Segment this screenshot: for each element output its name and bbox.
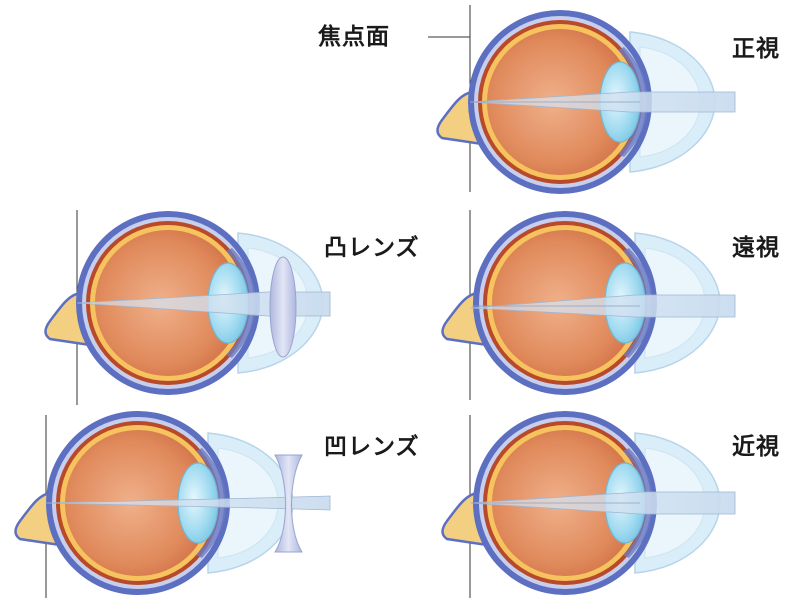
panel-normal-vision (428, 5, 736, 196)
convex-lens-shape (269, 256, 297, 358)
concave-lens-label: 凹レンズ (324, 433, 420, 460)
focal-plane-label: 焦点面 (318, 23, 390, 50)
panel-hyperopia (441, 209, 736, 400)
myopia-label: 近視 (732, 433, 780, 460)
panel-convex-lens (44, 209, 331, 405)
convex-lens-label: 凸レンズ (324, 234, 420, 261)
normal-vision-label: 正視 (732, 35, 780, 62)
panel-concave-lens (14, 409, 331, 598)
concave-lens-shape (274, 454, 303, 553)
hyperopia-label: 遠視 (732, 234, 780, 261)
light-beam (45, 495, 331, 511)
panel-myopia (441, 409, 736, 598)
